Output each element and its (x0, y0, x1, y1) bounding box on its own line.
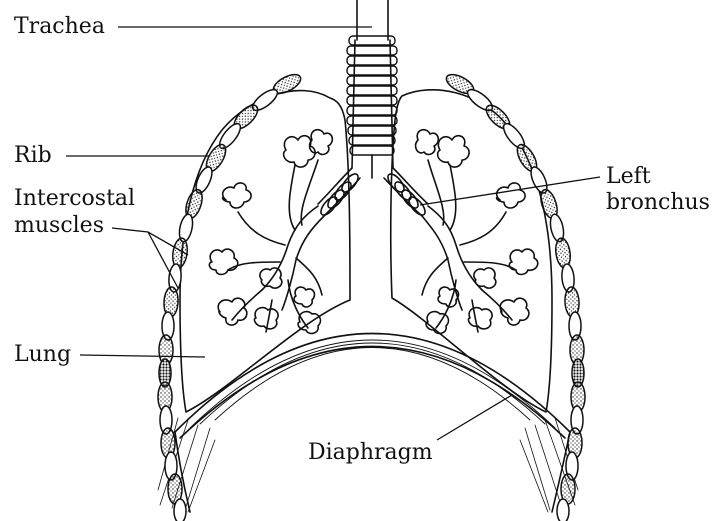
left-lung-outline (180, 91, 350, 412)
left-bronchus-label-line2: bronchus (606, 190, 710, 216)
right-ribcage (443, 71, 585, 521)
lung-leader-line (80, 355, 205, 357)
intercostal-label-line1: Intercostal (14, 186, 135, 212)
lung-label: Lung (14, 342, 71, 368)
left-bronchioles (209, 130, 332, 334)
diaphragm-leader-line (437, 395, 512, 440)
rib-label: Rib (14, 143, 52, 169)
diaphragm (158, 334, 578, 513)
intercostal-label-line2: muscles (14, 213, 104, 239)
left-bronchus-label-line1: Left (606, 164, 651, 190)
left-bronchus-leader-line (420, 177, 600, 205)
bronchi (318, 168, 428, 218)
right-lung-outline (391, 90, 552, 412)
diaphragm-label: Diaphragm (308, 440, 433, 466)
trachea-label: Trachea (14, 14, 105, 40)
